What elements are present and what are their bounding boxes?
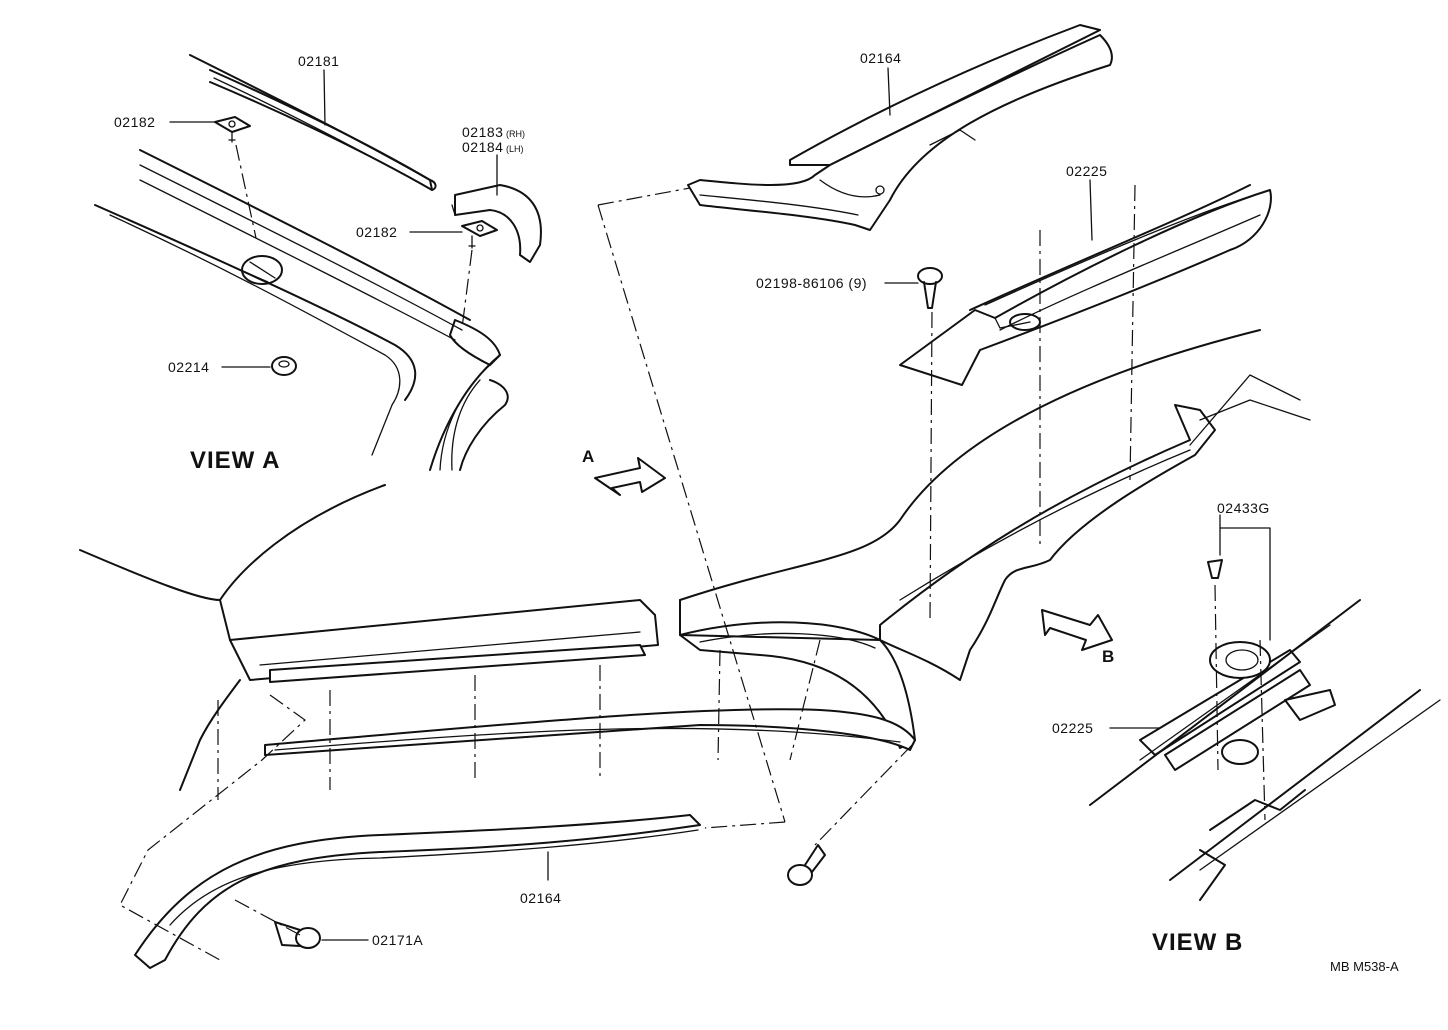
grommet-02214 (271, 356, 297, 376)
clip-02182-b (461, 220, 498, 249)
arrow-b-label: B (1102, 647, 1114, 666)
label-02198: 02198-86106 (9) (756, 275, 867, 291)
label-02171a: 02171A (372, 932, 423, 948)
left-molding-assembly (79, 484, 916, 791)
label-02181: 02181 (298, 53, 339, 69)
label-02184-side: (LH) (506, 144, 524, 154)
clip-02182-a (214, 116, 251, 143)
drawing-code: MB M538-A (1330, 959, 1399, 974)
label-02183-side: (RH) (506, 129, 525, 139)
label-02184: 02184 (462, 139, 503, 155)
view-b-title: VIEW B (1152, 929, 1243, 956)
label-02164-top: 02164 (860, 50, 901, 66)
view-arrow-a (594, 457, 666, 496)
label-02164-bottom: 02164 (520, 890, 561, 906)
leader-lines (169, 67, 1271, 941)
label-02225-b: 02225 (1052, 720, 1093, 736)
label-02182-b: 02182 (356, 224, 397, 240)
screw-center (787, 844, 826, 886)
center-molding (679, 621, 916, 749)
label-02182-a: 02182 (114, 114, 155, 130)
screw-02171a (274, 921, 321, 949)
molding-02164-bottom (134, 814, 701, 969)
view-a-drawing (94, 54, 509, 471)
view-arrow-b (1041, 609, 1113, 651)
molding-02164-top (687, 24, 1113, 231)
label-02433g: 02433G (1217, 500, 1270, 516)
roof-side-panel (679, 329, 1311, 681)
arrow-a-label: A (582, 447, 594, 466)
label-02183: 02183 (462, 124, 503, 140)
label-02225-top: 02225 (1066, 163, 1107, 179)
roof-rail-02225 (899, 184, 1272, 386)
molding-02181 (209, 69, 437, 191)
cap-02183-02184 (451, 184, 542, 263)
label-02214: 02214 (168, 359, 209, 375)
view-b-drawing (1089, 559, 1441, 901)
screw-02198 (917, 267, 943, 309)
view-a-title: VIEW A (190, 447, 280, 474)
